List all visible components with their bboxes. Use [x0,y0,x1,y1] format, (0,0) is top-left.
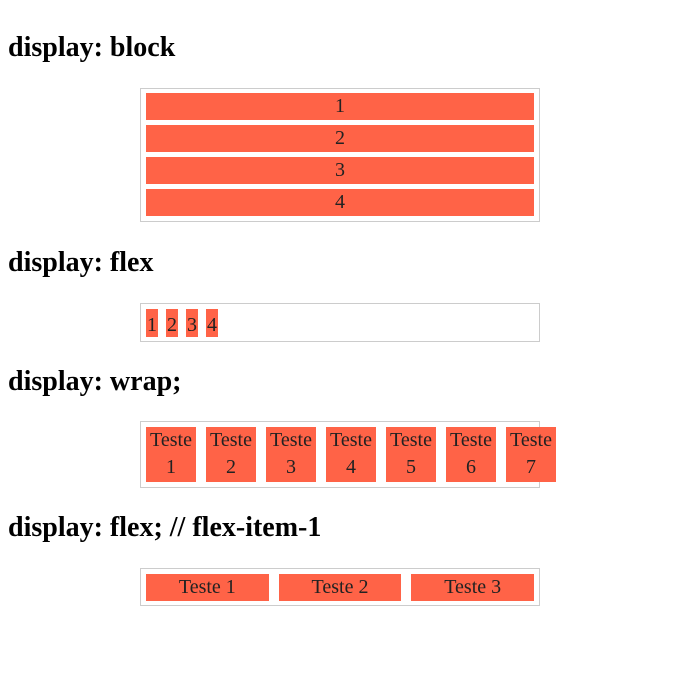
wrap-item: Teste 3 [266,427,316,482]
wrap-item: Teste 6 [446,427,496,482]
wrap-item-number: 1 [166,456,176,478]
wrap-item: Teste 4 [326,427,376,482]
flex-item: 2 [166,309,178,337]
wrap-item-number: 3 [286,456,296,478]
wrap-item-number: 6 [466,456,476,478]
flex-item: 1 [146,309,158,337]
wrap-item: Teste 2 [206,427,256,482]
block-item: 4 [146,189,534,216]
wrap-container: Teste 1 Teste 2 Teste 3 Teste 4 Teste 5 Teste… [140,421,556,488]
wrap-item-label: Teste [150,429,192,451]
wrap-item-number: 7 [526,456,536,478]
section-heading-wrap: display: wrap; [8,366,182,397]
section-heading-block: display: block [8,32,176,63]
wrap-item-label: Teste [390,429,432,451]
flex-item-1: Teste 1 [146,574,269,601]
block-item: 3 [146,157,534,184]
flex-item: 3 [186,309,198,337]
flex-item-1: Teste 3 [411,574,535,601]
section-heading-flex-item: display: flex; // flex-item-1 [8,512,322,543]
wrap-item: Teste 7 [506,427,556,482]
wrap-item-label: Teste [270,429,312,451]
wrap-item: Teste 5 [386,427,436,482]
wrap-item-number: 2 [226,456,236,478]
wrap-item-label: Teste [510,429,552,451]
wrap-item-number: 4 [346,456,356,478]
flex-item-1: Teste 2 [278,574,402,601]
block-container: 1 2 3 4 [140,88,540,222]
wrap-item: Teste 1 [146,427,196,482]
flex-container: 1 2 3 4 [140,303,540,342]
block-item: 2 [146,125,534,152]
wrap-item-label: Teste [450,429,492,451]
flex-item: 4 [206,309,218,337]
wrap-item-label: Teste [210,429,252,451]
block-item: 1 [146,93,534,120]
flex-item-container: Teste 1 Teste 2 Teste 3 [140,568,540,606]
wrap-item-label: Teste [330,429,372,451]
wrap-item-number: 5 [406,456,416,478]
section-heading-flex: display: flex [8,247,154,278]
